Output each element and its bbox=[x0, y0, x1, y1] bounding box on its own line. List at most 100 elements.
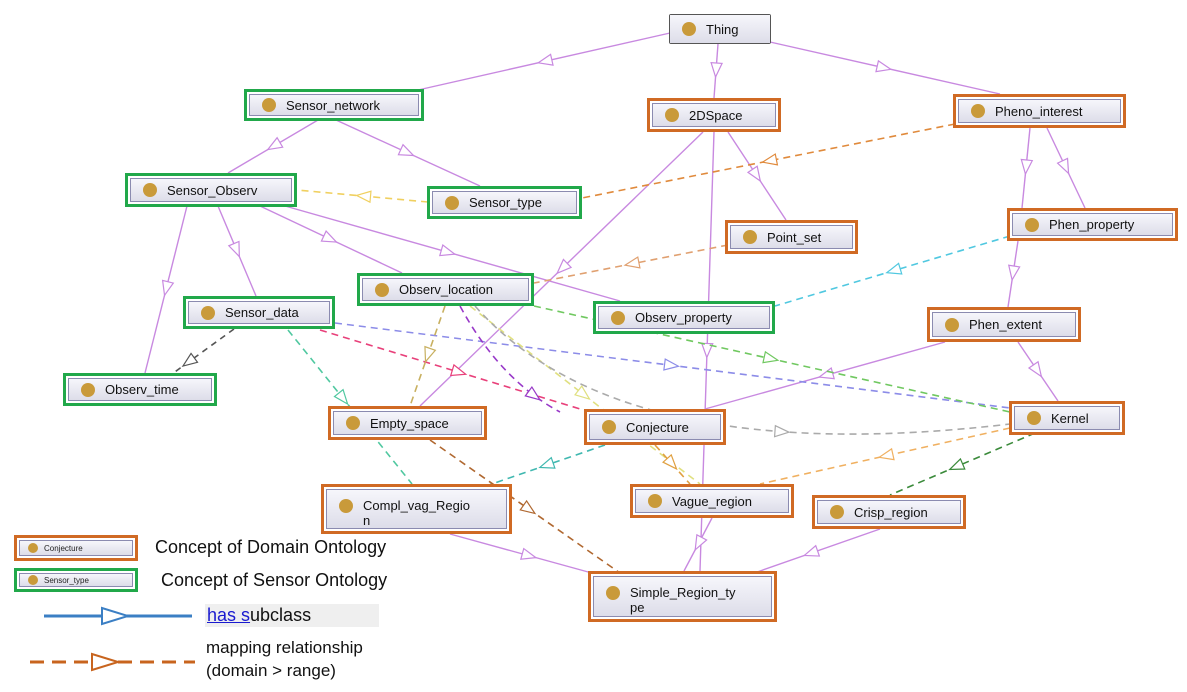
node-label: Simple_Region_type bbox=[630, 585, 736, 615]
legend-mapping-line1: mapping relationship bbox=[206, 638, 363, 657]
class-icon bbox=[28, 543, 38, 553]
class-icon bbox=[1027, 411, 1041, 425]
node-sensor-observ[interactable]: Sensor_Observ bbox=[125, 173, 297, 207]
edge-arrowhead bbox=[710, 61, 723, 79]
edge-kernel-vague bbox=[759, 427, 1011, 485]
node-thing[interactable]: Thing bbox=[669, 14, 771, 44]
node-compl-vag-region[interactable]: Compl_vag_Region bbox=[321, 484, 512, 534]
edge-arrowhead bbox=[877, 447, 895, 461]
edge-arrowhead bbox=[227, 240, 240, 259]
node-point-set[interactable]: Point_set bbox=[725, 220, 858, 254]
node-phen-extent[interactable]: Phen_extent bbox=[927, 307, 1081, 342]
edge-arrowhead bbox=[875, 59, 893, 73]
edge-arrowhead bbox=[524, 385, 542, 401]
legend-sensor-box: Sensor_type bbox=[14, 568, 138, 592]
legend-subclass-line-arrowhead bbox=[101, 606, 132, 626]
class-icon bbox=[346, 416, 360, 430]
class-icon bbox=[1025, 217, 1039, 232]
legend-subclass-text: has subclass bbox=[205, 604, 379, 627]
node-sensor-network[interactable]: Sensor_network bbox=[244, 89, 424, 121]
edge-arrowhead bbox=[1056, 157, 1070, 175]
legend-mapping-line2: (domain > range) bbox=[206, 661, 336, 680]
node-sensor-data[interactable]: Sensor_data bbox=[183, 296, 335, 329]
node-label: Phen_extent bbox=[969, 317, 1043, 332]
edge-arrowhead bbox=[746, 165, 762, 183]
class-icon bbox=[606, 586, 620, 600]
edge-arrowhead bbox=[266, 136, 284, 151]
edge-arrowhead bbox=[694, 533, 708, 552]
edge-arrowhead bbox=[449, 363, 468, 377]
class-icon bbox=[665, 108, 679, 122]
edge-arrowhead bbox=[424, 345, 437, 364]
legend-domain-box-label: Conjecture bbox=[44, 543, 83, 553]
edge-arrowhead bbox=[623, 256, 641, 269]
edge-arrowhead bbox=[320, 230, 338, 243]
class-icon bbox=[28, 575, 38, 585]
node-pheno-interest[interactable]: Pheno_interest bbox=[953, 94, 1126, 128]
node-label: Point_set bbox=[767, 229, 822, 245]
edge-arrowhead bbox=[948, 457, 966, 471]
class-icon bbox=[611, 310, 625, 325]
legend-subclass-prefix[interactable]: has s bbox=[207, 605, 251, 625]
class-icon bbox=[201, 305, 215, 320]
node-observ-property[interactable]: Observ_property bbox=[593, 301, 775, 334]
node-phen-property[interactable]: Phen_property bbox=[1007, 208, 1178, 241]
class-icon bbox=[971, 104, 985, 118]
node-label: Conjecture bbox=[626, 419, 689, 435]
node-label: Sensor_data bbox=[225, 305, 299, 320]
node-2dspace[interactable]: 2DSpace bbox=[647, 98, 781, 132]
node-label: 2DSpace bbox=[689, 107, 743, 123]
class-icon bbox=[375, 282, 389, 297]
node-label: Sensor_Observ bbox=[167, 182, 258, 198]
legend-sensor-text: Concept of Sensor Ontology bbox=[161, 570, 388, 590]
edge-observ-location-kernel-curve bbox=[474, 305, 1011, 435]
edge-arrowhead bbox=[556, 258, 573, 275]
edge-arrowhead bbox=[333, 388, 349, 406]
class-icon bbox=[262, 98, 276, 112]
node-label: Sensor_type bbox=[469, 195, 542, 210]
legend-subclass-suffix: ubclass bbox=[250, 605, 312, 625]
class-icon bbox=[445, 195, 459, 210]
node-vague-region[interactable]: Vague_region bbox=[630, 484, 794, 518]
node-sensor-type[interactable]: Sensor_type bbox=[427, 186, 582, 219]
node-simple-region-type[interactable]: Simple_Region_type bbox=[588, 571, 777, 622]
node-label: Crisp_region bbox=[854, 504, 928, 520]
edge-arrowhead bbox=[438, 244, 457, 257]
edge-arrowhead bbox=[663, 358, 681, 371]
edge-arrowhead bbox=[662, 453, 678, 471]
node-observ-location[interactable]: Observ_location bbox=[357, 273, 534, 306]
edge-arrowhead bbox=[397, 143, 415, 157]
edge-arrowhead bbox=[700, 342, 714, 360]
class-icon bbox=[830, 505, 844, 519]
edge-arrowhead bbox=[1027, 360, 1043, 378]
edge-observ-location-conjecture bbox=[459, 305, 561, 413]
node-observ-time[interactable]: Observ_time bbox=[63, 373, 217, 406]
edge-arrowhead bbox=[161, 279, 175, 297]
edge-arrowhead bbox=[817, 367, 835, 380]
edge-arrowhead bbox=[519, 499, 537, 515]
legend-mapping-line-arrowhead bbox=[91, 652, 122, 672]
node-label: Sensor_network bbox=[286, 97, 380, 113]
node-empty-space[interactable]: Empty_space bbox=[328, 406, 487, 440]
edge-arrowhead bbox=[1007, 264, 1021, 282]
legend-domain-text: Concept of Domain Ontology bbox=[155, 537, 387, 557]
node-conjecture[interactable]: Conjecture bbox=[584, 409, 726, 445]
node-kernel[interactable]: Kernel bbox=[1009, 401, 1125, 435]
edge-arrowhead bbox=[181, 352, 199, 368]
edge-arrowhead bbox=[520, 547, 538, 560]
edge-arrowhead bbox=[802, 544, 821, 557]
legend-sensor-box-label: Sensor_type bbox=[44, 575, 89, 585]
legend-domain-box: Conjecture bbox=[14, 535, 138, 561]
edge-pheno-sensor-type bbox=[581, 123, 956, 199]
edge-arrowhead bbox=[773, 424, 791, 438]
class-icon bbox=[648, 494, 662, 508]
edge-arrowhead bbox=[761, 153, 779, 166]
class-icon bbox=[81, 382, 95, 397]
node-label: Pheno_interest bbox=[995, 103, 1083, 119]
node-crisp-region[interactable]: Crisp_region bbox=[812, 495, 966, 529]
node-label: Kernel bbox=[1051, 410, 1089, 426]
node-label: Observ_time bbox=[105, 382, 179, 397]
class-icon bbox=[602, 420, 616, 434]
edge-arrowhead bbox=[354, 190, 372, 204]
